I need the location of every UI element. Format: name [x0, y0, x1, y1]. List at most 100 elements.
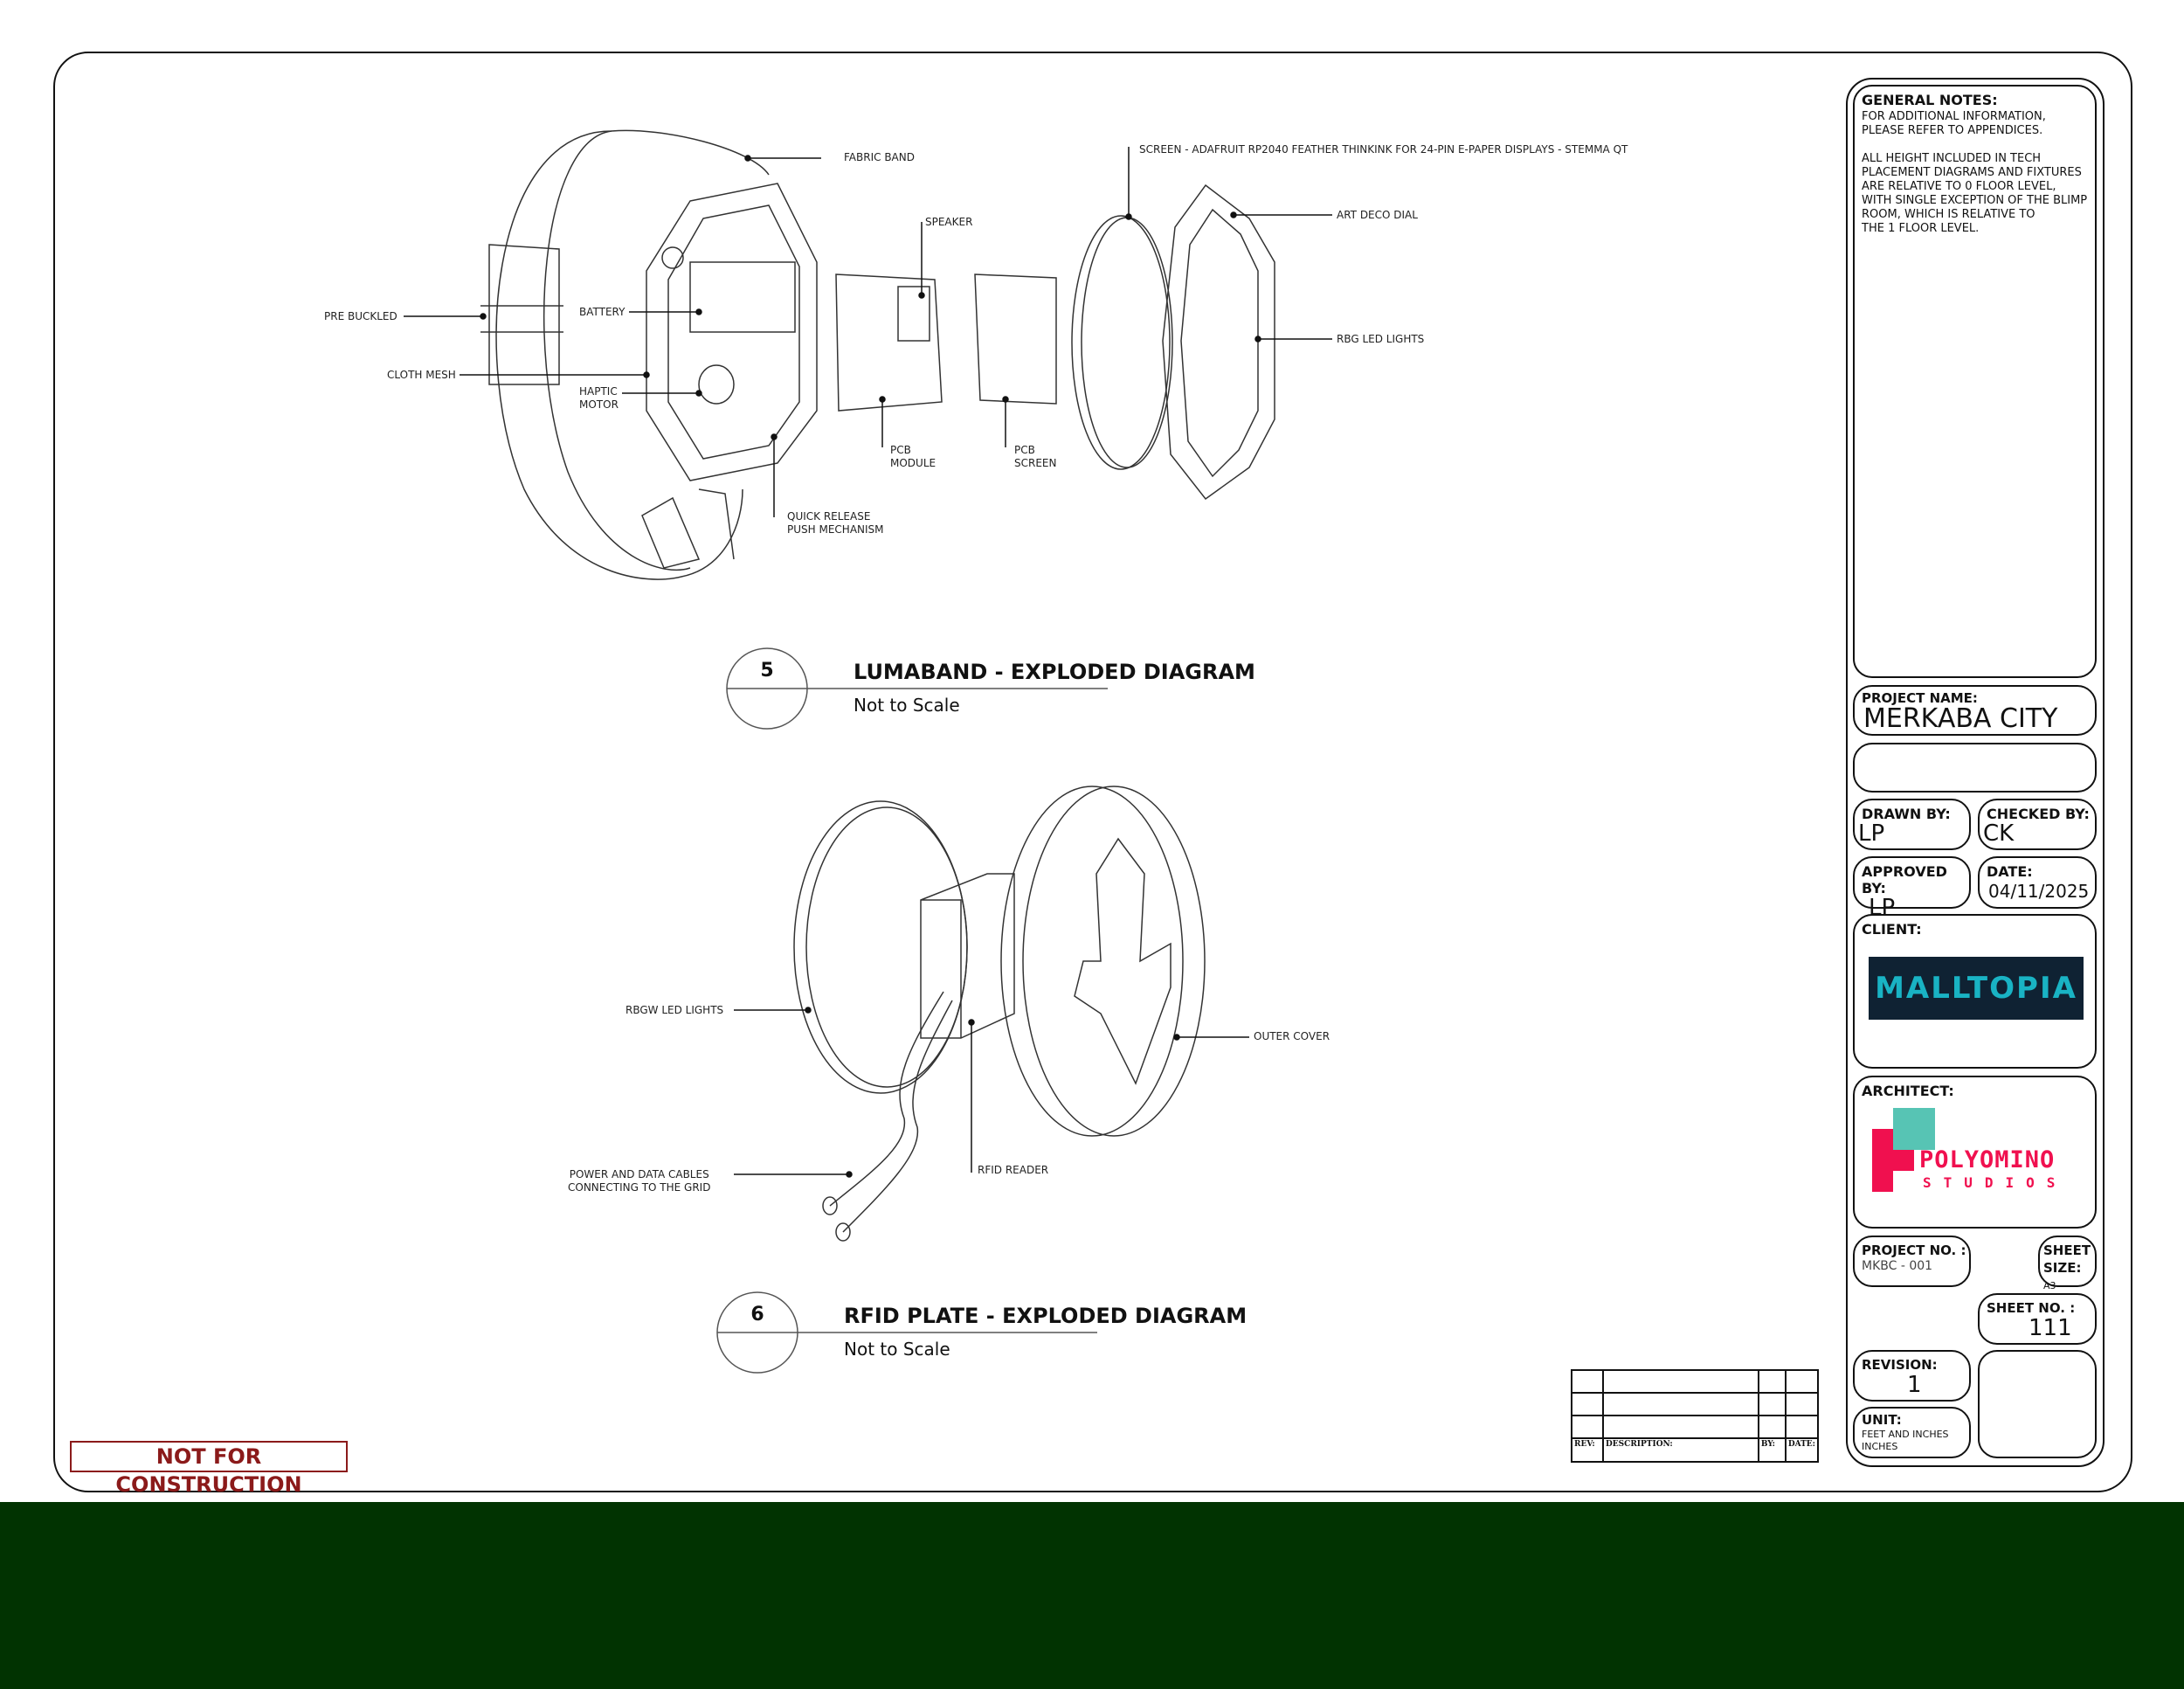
note-line: FOR ADDITIONAL INFORMATION, [1862, 110, 2046, 123]
note-line: ALL HEIGHT INCLUDED IN TECH [1862, 152, 2042, 165]
client-logo: MALLTOPIA [1869, 957, 2084, 1020]
e-paper-screen [1071, 215, 1171, 470]
sheet-no-box: SHEET NO. : 111 [1978, 1293, 2097, 1345]
pcb-screen [974, 273, 1057, 405]
note-line: ROOM, WHICH IS RELATIVE TO [1862, 208, 2035, 221]
label-line: POWER AND DATA CABLES [569, 1168, 709, 1180]
checked-by-box: CHECKED BY: CK [1978, 799, 2097, 850]
rev-header: REV: [1571, 1437, 1604, 1463]
date-header: DATE: [1784, 1437, 1820, 1463]
unit-label: UNIT: [1862, 1412, 1902, 1428]
label-line: PCB [890, 444, 911, 456]
revision-box: REVISION: 1 [1853, 1350, 1971, 1402]
label-cloth-mesh: CLOTH MESH [387, 369, 456, 381]
revision: 1 [1907, 1372, 1922, 1398]
note-line: PLEASE REFER TO APPENDICES. [1862, 124, 2043, 137]
project-no-box: PROJECT NO. : MKBC - 001 [1853, 1236, 1971, 1287]
sheet-no-label: SHEET NO. : [1987, 1300, 2076, 1316]
checked-by: CK [1983, 820, 2015, 847]
label-art-deco-dial: ART DECO DIAL [1337, 209, 1418, 221]
frame-octagon [646, 183, 818, 481]
label-pre-buckled: PRE BUCKLED [324, 310, 397, 322]
logo-subtitle: STUDIOS [1923, 1174, 2068, 1191]
note-line: ARE RELATIVE TO 0 FLOOR LEVEL, [1862, 180, 2056, 193]
project-no: MKBC - 001 [1862, 1259, 1933, 1273]
pcb-module [835, 273, 943, 412]
revision-label: REVISION: [1862, 1357, 1938, 1373]
diagram-number: 6 [750, 1304, 764, 1326]
label-line: QUICK RELEASE [787, 510, 871, 523]
label-speaker: SPEAKER [925, 216, 973, 228]
label-line: PCB [1014, 444, 1035, 456]
label-battery: BATTERY [579, 306, 625, 318]
drawn-by-label: DRAWN BY: [1862, 806, 1951, 822]
unit-box: UNIT: FEET AND INCHES INCHES [1853, 1407, 1971, 1458]
note-line [1862, 138, 2095, 152]
label-rfid-reader: RFID READER [978, 1164, 1049, 1176]
sheet-size-box: SHEET SIZE: A3 [2038, 1236, 2097, 1291]
label-outer-cover: OUTER COVER [1254, 1030, 1330, 1042]
checked-by-label: CHECKED BY: [1987, 806, 2090, 822]
architect-label: ARCHITECT: [1862, 1083, 1954, 1099]
logo-block [1893, 1150, 1914, 1171]
general-notes-label: GENERAL NOTES: [1862, 92, 1998, 108]
label-line: MOTOR [579, 398, 619, 411]
notes-text: FOR ADDITIONAL INFORMATION,PLEASE REFER … [1862, 110, 2095, 236]
client-box: CLIENT: MALLTOPIA [1853, 914, 2097, 1069]
project-name-box: PROJECT NAME: MERKABA CITY [1853, 685, 2097, 736]
drawn-by-box: DRAWN BY: LP [1853, 799, 1971, 850]
logo-block [1872, 1129, 1893, 1192]
diagram-title: RFID PLATE - EXPLODED DIAGRAM [844, 1304, 1248, 1328]
label-line: MODULE [890, 457, 936, 469]
architect-logo: POLYOMINO STUDIOS [1855, 1099, 2095, 1204]
not-for-construction-stamp: NOT FOR CONSTRUCTION [70, 1441, 348, 1497]
footer-band [0, 1502, 2184, 1689]
date-label: DATE: [1987, 863, 2033, 880]
deco-emblem [1074, 837, 1171, 1085]
label-line: HAPTIC [579, 385, 618, 398]
label-line: PUSH MECHANISM [787, 523, 884, 536]
sheet-size-label: SIZE: [2043, 1260, 2082, 1276]
fabric-band [495, 129, 770, 580]
art-deco-dial [1162, 183, 1275, 501]
label-line: CONNECTING TO THE GRID [568, 1181, 711, 1194]
pre-buckled [480, 244, 563, 385]
label-fabric-band: FABRIC BAND [844, 151, 915, 163]
sheet-no: 111 [2028, 1315, 2072, 1341]
approved-by-box: APPROVED BY: LP [1853, 856, 1971, 919]
drawn-by: LP [1858, 820, 1885, 847]
diagram-scale: Not to Scale [844, 1339, 950, 1360]
blank-box [1853, 743, 2097, 793]
rfid-plate-drawing [734, 786, 1249, 1242]
sheet-size: A3 [2043, 1280, 2056, 1291]
revision-table: REV:DESCRIPTION:BY:DATE: [1571, 1369, 1820, 1463]
note-line: PLACEMENT DIAGRAMS AND FIXTURES [1862, 166, 2082, 179]
general-notes: GENERAL NOTES: FOR ADDITIONAL INFORMATIO… [1853, 85, 2097, 678]
date-box: DATE: 04/11/2025 [1978, 856, 2097, 909]
drawing-sheet-border [53, 52, 2132, 1492]
date: 04/11/2025 [1988, 881, 2090, 902]
rfid-reader [920, 873, 1015, 1039]
by-header: BY: [1757, 1437, 1787, 1463]
logo-wordmark: POLYOMINO [1919, 1146, 2056, 1173]
note-line: THE 1 FLOOR LEVEL. [1862, 222, 1980, 235]
sheet-size-label: SHEET [2043, 1243, 2091, 1258]
label-rbg-led-lights: RBG LED LIGHTS [1337, 333, 1425, 345]
architect-box: ARCHITECT: POLYOMINO STUDIOS [1853, 1076, 2097, 1229]
project-name: MERKABA CITY [1863, 703, 2058, 734]
description-header: DESCRIPTION: [1602, 1437, 1759, 1463]
note-line: WITH SINGLE EXCEPTION OF THE BLIMP [1862, 194, 2088, 207]
blank-box [1978, 1350, 2097, 1458]
diagram-title: LUMABAND - EXPLODED DIAGRAM [854, 660, 1255, 684]
label-line: SCREEN [1014, 457, 1057, 469]
diagram-scale: Not to Scale [854, 695, 960, 716]
haptic-motor [698, 364, 735, 405]
outer-cover [1022, 786, 1206, 1137]
quick-release [641, 488, 735, 569]
battery [689, 261, 796, 333]
